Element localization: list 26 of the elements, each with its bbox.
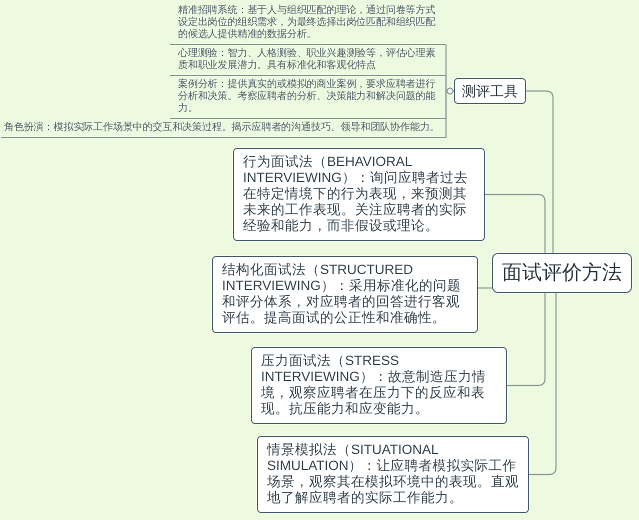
connector-line (526, 90, 554, 253)
topic-box (212, 256, 478, 333)
topic-text: 行为面试法（BEHAVIORAL INTERVIEWING）：询问应聘者过去在特定情境下的行为表现，来预测其未来的工作表现。关注应聘者的实际经验和能力，而非假设或理论。 (243, 154, 469, 234)
central-topic-text: 面试评价方法 (502, 261, 622, 285)
connector-line (529, 293, 557, 476)
subtopic-text: 精准招聘系统：基于人与组织匹配的理论，通过问卷等方式设定出岗位的组织需求，为最终选择出岗位匹配和组织匹配的候选人提供精准的数据分析。 (178, 5, 436, 41)
connector-line (478, 287, 492, 289)
underlined-subtopic (170, 76, 446, 119)
topic-text: 结构化面试法（STRUCTURED INTERVIEWING）：采用标准化的问题和评分体系，对应聘者的回答进行客观评估。提高面试的公正性和准确性。 (222, 262, 462, 326)
subtopic-text: 案例分析：提供真实的或模拟的商业案例，要求应聘者进行分析和决策。考察应聘者的分析、决策能力和解决问题的能力。 (178, 79, 436, 115)
topic-box (454, 78, 526, 104)
underlined-subtopic (170, 45, 446, 76)
connector-line (485, 194, 546, 253)
topic-box (257, 436, 529, 513)
connector-line (507, 293, 546, 386)
underlined-subtopic (1, 119, 446, 138)
central-topic-box (492, 253, 632, 293)
topic-text: 测评工具 (462, 82, 518, 100)
topic-text: 情景模拟法（SITUATIONAL SIMULATION）：让应聘者模拟实际工作场景，观察其在模拟环境中的表现。直观地了解应聘者的实际工作能力。 (267, 442, 520, 506)
topic-text: 压力面试法（STRESS INTERVIEWING）：故意制造压力情境，观察应聘者在压力下的反应和表现。抗压能力和应变能力。 (261, 353, 487, 417)
topic-box (251, 347, 507, 424)
connector-line (445, 88, 454, 138)
subtopic-text: 心理测验：智力、人格测验、职业兴趣测验等，评估心理素质和职业发展潜力。具有标准化和客观化特点 (178, 48, 436, 72)
topic-box (233, 148, 485, 241)
subtopic-text: 角色扮演：模拟实际工作场景中的交互和决策过程。揭示应聘者的沟通技巧、领导和团队协作能力。 (4, 122, 441, 134)
underlined-subtopic (170, 2, 446, 45)
